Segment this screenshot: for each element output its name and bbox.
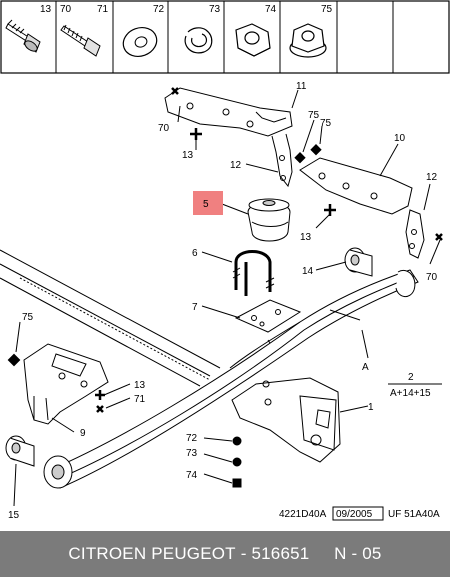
callout-2[interactable]: 2 (408, 372, 414, 383)
flange-nut-75-icon (289, 23, 327, 58)
parts-diagram: 13 70 71 72 73 74 75 (0, 0, 450, 521)
legend-label-70: 70 (60, 4, 72, 15)
callout-A[interactable]: A (362, 362, 369, 373)
eye-bush-14-shape (344, 247, 373, 277)
formula-text: A+14+15 (390, 388, 431, 399)
footer-brand: CITROEN PEUGEOT (68, 544, 236, 563)
callout-72[interactable]: 72 (186, 433, 198, 444)
callout-15[interactable]: 15 (8, 510, 20, 521)
parts-legend-strip: 13 70 71 72 73 74 75 (0, 0, 450, 74)
nut-74-part (232, 478, 242, 488)
legend-label-72: 72 (153, 4, 165, 15)
callout-70-top[interactable]: 70 (158, 123, 170, 134)
callout-75-a[interactable]: 75 (308, 110, 320, 121)
washer-72-part (232, 436, 242, 446)
footer-page: N - 05 (334, 544, 382, 563)
exploded-view (0, 87, 443, 507)
callout-12-left[interactable]: 12 (230, 160, 242, 171)
footer-bar: CITROEN PEUGEOT - 516651 N - 05 (0, 531, 450, 577)
callout-12-right[interactable]: 12 (426, 172, 438, 183)
callout-1[interactable]: 1 (368, 402, 374, 413)
leaf-spring-shape (49, 269, 419, 489)
bracket-10-shape (299, 157, 413, 215)
callout-73[interactable]: 73 (186, 448, 198, 459)
reference-uf: UF 51A40A (388, 509, 440, 520)
callout-70-right[interactable]: 70 (426, 272, 438, 283)
reference-code: 4221D40A (279, 509, 327, 520)
chassis-rail-shape (0, 249, 221, 387)
callout-13-mid[interactable]: 13 (300, 232, 312, 243)
lock-washer-73-part (232, 457, 242, 467)
u-bolt-shape (234, 262, 248, 296)
callout-13-top[interactable]: 13 (182, 150, 194, 161)
reference-line: 4221D40A 09/2005 UF 51A40A (279, 506, 440, 521)
callout-13-left[interactable]: 13 (134, 380, 146, 391)
screw-70-icon (60, 24, 101, 57)
footer-part-number: 516651 (251, 544, 310, 563)
callout-74[interactable]: 74 (186, 470, 198, 481)
callout-7[interactable]: 7 (192, 302, 198, 313)
callouts: 11 70 75 75 13 12 10 12 5 13 70 6 14 7 7… (8, 81, 442, 521)
legend-label-71: 71 (97, 4, 109, 15)
bracket-9-shape (23, 343, 109, 425)
footer-separator: - (235, 544, 252, 563)
callout-9[interactable]: 9 (80, 428, 86, 439)
callout-10[interactable]: 10 (394, 133, 406, 144)
hex-nut-74-icon (235, 23, 271, 57)
washer-72-icon (122, 27, 158, 57)
callout-75-left[interactable]: 75 (22, 312, 34, 323)
reference-date: 09/2005 (336, 509, 373, 520)
callout-11[interactable]: 11 (296, 81, 307, 92)
callout-75-b[interactable]: 75 (320, 118, 332, 129)
callout-6[interactable]: 6 (192, 248, 198, 259)
spring-plate-shape (234, 299, 302, 333)
lock-washer-73-icon (184, 27, 213, 54)
callout-14[interactable]: 14 (302, 266, 314, 277)
bush-15-shape (5, 435, 35, 467)
legend-label-73: 73 (209, 4, 221, 15)
callout-71[interactable]: 71 (134, 394, 146, 405)
legend-label-13: 13 (40, 4, 52, 15)
legend-label-75: 75 (321, 4, 333, 15)
bolt-13-icon (5, 19, 41, 53)
footer-gap (309, 544, 334, 564)
callout-5[interactable]: 5 (203, 199, 209, 210)
highlight-part-5 (193, 191, 223, 215)
legend-label-74: 74 (265, 4, 277, 15)
